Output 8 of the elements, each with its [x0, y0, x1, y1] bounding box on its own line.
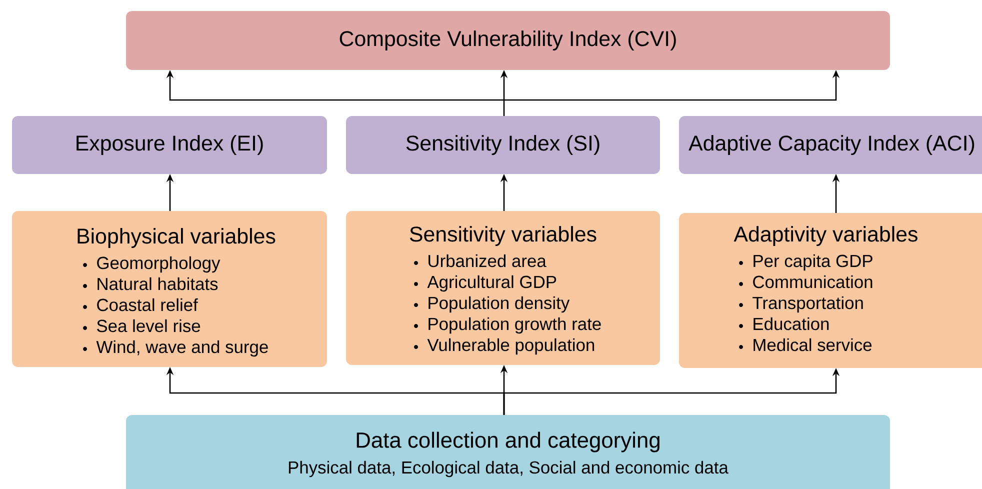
variables-box: Adaptivity variables Per capita GDP Communication Transportation Education Medical service	[679, 213, 982, 368]
index-box: Adaptive Capacity Index (ACI)	[679, 116, 982, 174]
index-box: Sensitivity Index (SI)	[346, 116, 660, 174]
variables-box: Sensitivity variables Urbanized area Agricultural GDP Population density Population growth rate Vulnerable population	[346, 211, 660, 365]
data-box: Data collection and categorying Physical data, Ecological data, Social and economic data	[126, 415, 890, 489]
index-box: Exposure Index (EI)	[12, 116, 327, 174]
variables-box: Biophysical variables Geomorphology Natural habitats Coastal relief Sea level rise Wind, wave and surge	[12, 211, 327, 367]
index-box: Composite Vulnerability Index (CVI)	[126, 11, 890, 70]
